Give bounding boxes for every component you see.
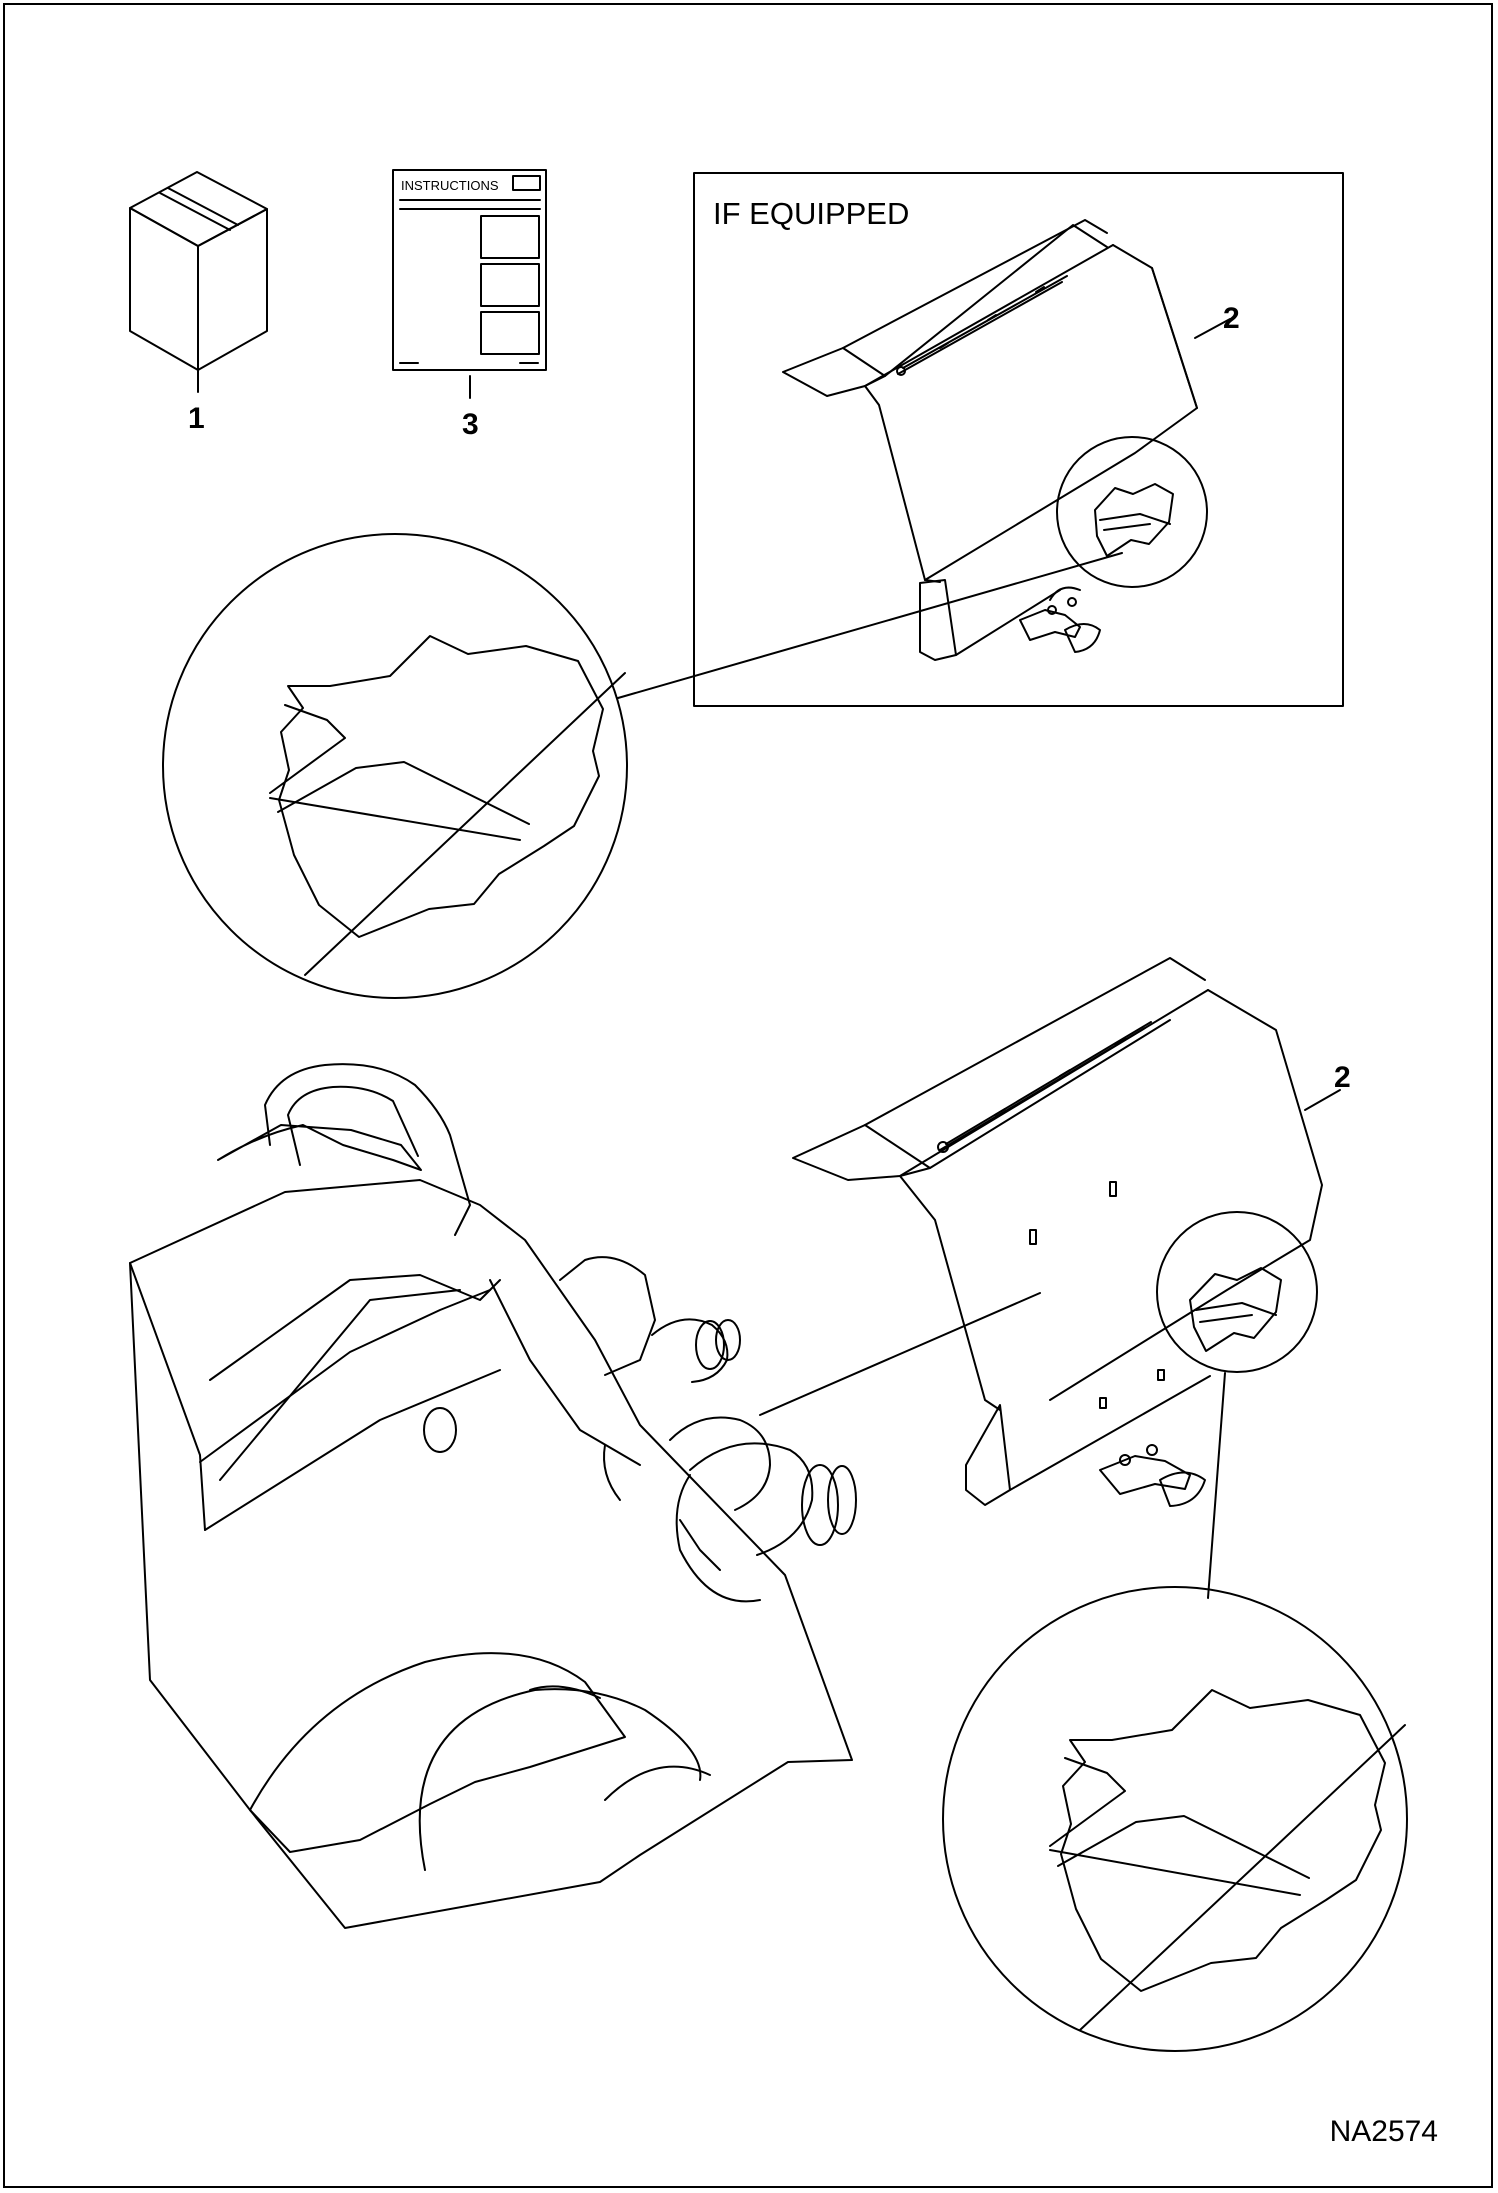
instructions-sheet-title: INSTRUCTIONS [401,178,499,193]
leader-2-inset [1194,318,1231,339]
page-border [3,3,1493,2188]
callout-2-main: 2 [1334,1061,1351,1094]
lower-magnified-detail [942,1586,1408,2052]
figure-id: NA2574 [1329,2115,1438,2148]
coupler-mount-assembly [129,1063,1041,1929]
inset-title: IF EQUIPPED [713,196,910,231]
instructions-sheet-icon [392,169,547,399]
inset-cover-assembly [617,219,1208,699]
main-cover-assembly [792,957,1323,1599]
callout-3: 3 [462,408,479,441]
inset-frame [693,172,1344,707]
parts-box-icon [129,171,268,393]
inset-detail-circle [1056,436,1208,588]
callout-1: 1 [188,402,205,435]
main-detail-circle [1156,1211,1318,1373]
upper-magnified-detail [162,533,628,999]
leader-2-main [1304,1089,1341,1111]
callout-2-inset: 2 [1223,302,1240,335]
